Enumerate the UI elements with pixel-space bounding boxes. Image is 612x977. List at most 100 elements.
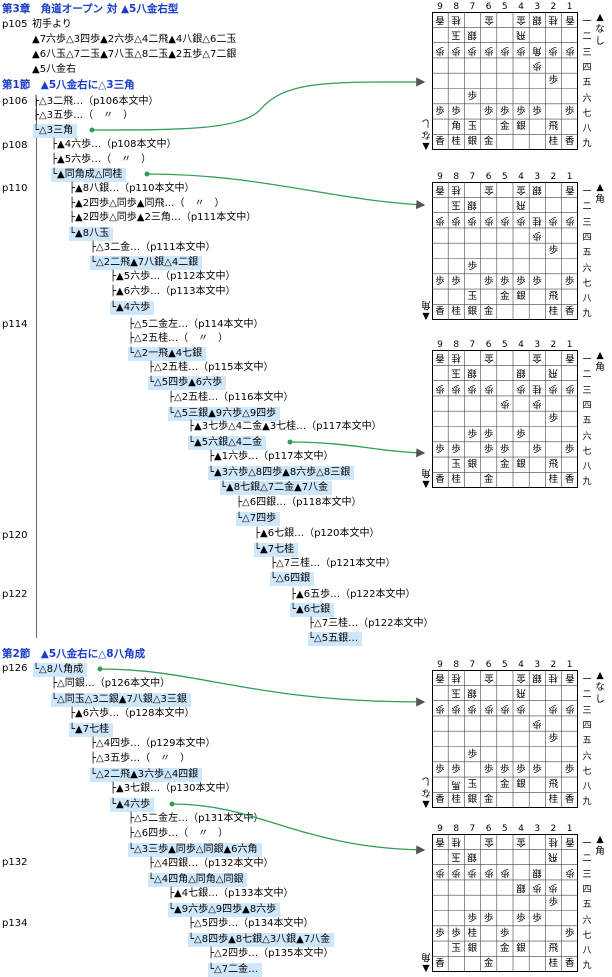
intro-line: 初手より (32, 19, 72, 30)
gote-piece: 玉 (451, 199, 461, 211)
sente-piece: 歩 (532, 912, 542, 924)
sente-piece: 玉 (451, 943, 461, 955)
sente-piece: 歩 (516, 763, 526, 775)
gote-hand: ▲なし (595, 670, 605, 705)
gote-piece: 馬 (451, 779, 461, 791)
file-label: 9 (437, 2, 443, 12)
sente-piece: 歩 (500, 275, 510, 287)
file-label: 3 (534, 172, 541, 182)
connector-dot (169, 801, 175, 807)
page-label: p132 (2, 857, 28, 868)
file-label: 7 (469, 340, 476, 350)
rank-label: 六 (582, 915, 592, 926)
gote-hand: ▲角 (595, 834, 605, 857)
move-line: ├△3二金…（p111本文中） (90, 242, 216, 253)
gote-piece: 歩 (564, 382, 575, 394)
sente-piece: 玉 (451, 459, 461, 471)
board-grid: 香桂金金銀香玉銀飛桂歩歩歩歩歩歩歩歩歩歩歩歩歩歩歩歩歩歩玉金銀飛香桂銀金桂香 (432, 182, 578, 320)
gote-piece: 歩 (483, 214, 494, 226)
page-label: p134 (2, 918, 28, 929)
gote-hand: ▲角 (595, 182, 605, 205)
move-line-main: └▲同角成△同桂 (51, 168, 127, 182)
sente-hand: ▲なし (421, 117, 431, 152)
move-line: ├▲3七銀…（p130本文中） (110, 783, 236, 794)
gote-piece: 歩 (435, 702, 445, 714)
sente-piece: 歩 (467, 748, 478, 760)
sente-piece: 歩 (564, 443, 575, 455)
gote-piece: 歩 (564, 44, 575, 56)
sente-piece: 香 (435, 958, 445, 970)
rank-label: 五 (582, 416, 592, 427)
file-label: 8 (453, 172, 460, 182)
page-label: p122 (2, 589, 28, 600)
sente-piece: 桂 (548, 136, 559, 148)
gote-piece: 歩 (500, 702, 510, 714)
sente-piece: 飛 (548, 121, 559, 133)
gote-piece: 歩 (451, 44, 461, 56)
rank-label: 七 (582, 278, 592, 289)
sente-piece: 銀 (467, 136, 478, 148)
board-grid: 香桂金金桂香玉銀飛歩歩歩歩歩銀歩銀歩歩歩歩歩歩歩歩歩桂歩歩玉銀金銀飛香金桂香 (432, 834, 578, 972)
gote-piece: 香 (435, 14, 445, 25)
rank-label: 二 (582, 854, 592, 865)
sente-piece: 桂 (451, 136, 461, 148)
rank-label: 八 (582, 462, 592, 473)
gote-piece: 銀 (516, 881, 526, 893)
file-label: 4 (518, 172, 524, 182)
gote-piece: 玉 (451, 687, 461, 699)
file-label: 1 (566, 824, 573, 834)
sente-piece: 歩 (532, 443, 542, 455)
page-label: p126 (2, 663, 28, 674)
file-label: 1 (566, 340, 573, 350)
sente-piece: 歩 (564, 105, 575, 117)
sente-piece: 歩 (435, 927, 445, 939)
rank-label: 一 (582, 17, 592, 27)
chapter-title: 第3章 角道オープン 対 ▲5八金右型 (2, 3, 179, 15)
sente-piece: 飛 (548, 459, 559, 471)
sente-piece: 銀 (467, 943, 478, 955)
file-label: 6 (485, 660, 492, 670)
sente-piece: 香 (435, 474, 445, 486)
gote-piece: 歩 (451, 866, 461, 878)
gote-piece: 玉 (451, 29, 461, 41)
file-label: 9 (437, 172, 443, 182)
file-label: 8 (453, 824, 460, 834)
rank-label: 三 (582, 385, 592, 396)
sente-piece: 歩 (483, 763, 494, 775)
move-line-main: └△4四角△同角△同銀 (148, 873, 248, 887)
gote-piece: 桂 (548, 14, 559, 25)
connector-dot (89, 127, 95, 133)
file-label: 4 (518, 660, 524, 670)
file-label: 3 (534, 340, 541, 350)
sente-piece: 香 (564, 306, 575, 318)
sente-piece: 歩 (516, 428, 526, 440)
move-line: ├▲4六歩…（p108本文中） (51, 139, 177, 150)
file-label: 8 (453, 660, 460, 670)
page-label: p106 (2, 96, 28, 107)
gote-piece: 金 (483, 836, 494, 847)
file-label: 5 (501, 824, 508, 834)
gote-piece: 香 (564, 836, 575, 847)
connector-arrow (146, 173, 426, 210)
sente-piece: 歩 (483, 275, 494, 287)
sente-piece: 歩 (500, 927, 510, 939)
gote-piece: 歩 (532, 717, 542, 729)
gote-piece: 香 (564, 672, 575, 683)
sente-piece: 銀 (516, 779, 526, 791)
sente-piece: 歩 (548, 245, 559, 257)
connector-arrow (91, 77, 426, 131)
page-label: p114 (2, 319, 28, 330)
sente-hand: ▲角 (421, 951, 431, 974)
gote-piece: 銀 (467, 851, 478, 863)
rank-label: 三 (582, 217, 592, 228)
sente-piece: 金 (483, 474, 494, 486)
move-line: ├△5二金左…（p131本文中） (128, 813, 264, 824)
sente-piece: 歩 (516, 912, 526, 924)
sente-piece: 金 (483, 794, 494, 806)
move-line-main: └△同玉△3二銀▲7八銀△3三銀 (51, 693, 191, 707)
gote-piece: 金 (483, 14, 494, 25)
move-line-main: └△8四歩▲8七銀△3八銀▲7八金 (188, 933, 335, 947)
move-line: ├△同銀…（p126本文中） (51, 678, 171, 689)
file-label: 5 (501, 2, 508, 12)
